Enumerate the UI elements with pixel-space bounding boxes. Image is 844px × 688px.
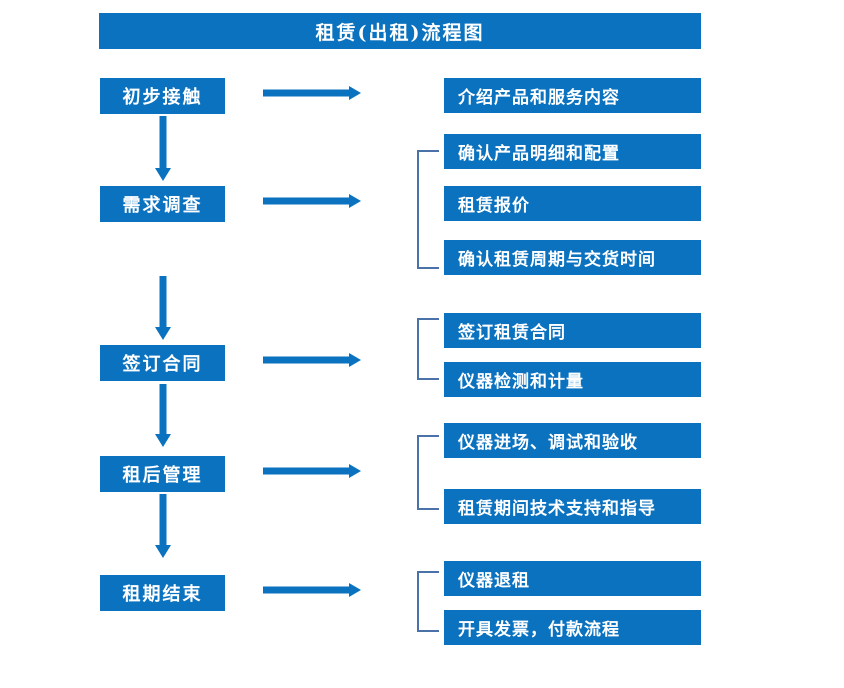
detail-box-8[interactable]: 租赁期间技术支持和指导 (444, 489, 701, 524)
bracket-connector-5 (417, 571, 439, 632)
detail-box-10[interactable]: 开具发票，付款流程 (444, 610, 701, 645)
bracket-connector-4 (417, 435, 439, 510)
arrow-right-3 (263, 353, 361, 367)
detail-box-6[interactable]: 仪器检测和计量 (444, 362, 701, 397)
stage-box-4[interactable]: 租后管理 (100, 456, 225, 492)
stage-box-5[interactable]: 租期结束 (100, 575, 225, 611)
stage-box-3[interactable]: 签订合同 (100, 345, 225, 381)
arrow-right-4 (263, 464, 361, 478)
arrow-down-2 (155, 276, 171, 340)
arrow-down-3 (155, 384, 171, 447)
detail-box-3[interactable]: 租赁报价 (444, 186, 701, 221)
arrow-down-4 (155, 494, 171, 558)
arrow-right-5 (263, 583, 361, 597)
detail-box-5[interactable]: 签订租赁合同 (444, 313, 701, 348)
arrow-right-2 (263, 194, 361, 208)
detail-box-4[interactable]: 确认租赁周期与交货时间 (444, 240, 701, 275)
detail-box-1[interactable]: 介绍产品和服务内容 (444, 78, 701, 113)
arrow-down-1 (155, 116, 171, 181)
bracket-connector-2 (417, 150, 439, 269)
detail-box-2[interactable]: 确认产品明细和配置 (444, 134, 701, 169)
bracket-connector-3 (417, 318, 439, 380)
detail-box-9[interactable]: 仪器退租 (444, 561, 701, 596)
detail-box-7[interactable]: 仪器进场、调试和验收 (444, 423, 701, 458)
flowchart-title: 租赁(出租)流程图 (99, 13, 701, 49)
stage-box-2[interactable]: 需求调查 (100, 186, 225, 222)
stage-box-1[interactable]: 初步接触 (100, 78, 225, 114)
arrow-right-1 (263, 86, 361, 100)
